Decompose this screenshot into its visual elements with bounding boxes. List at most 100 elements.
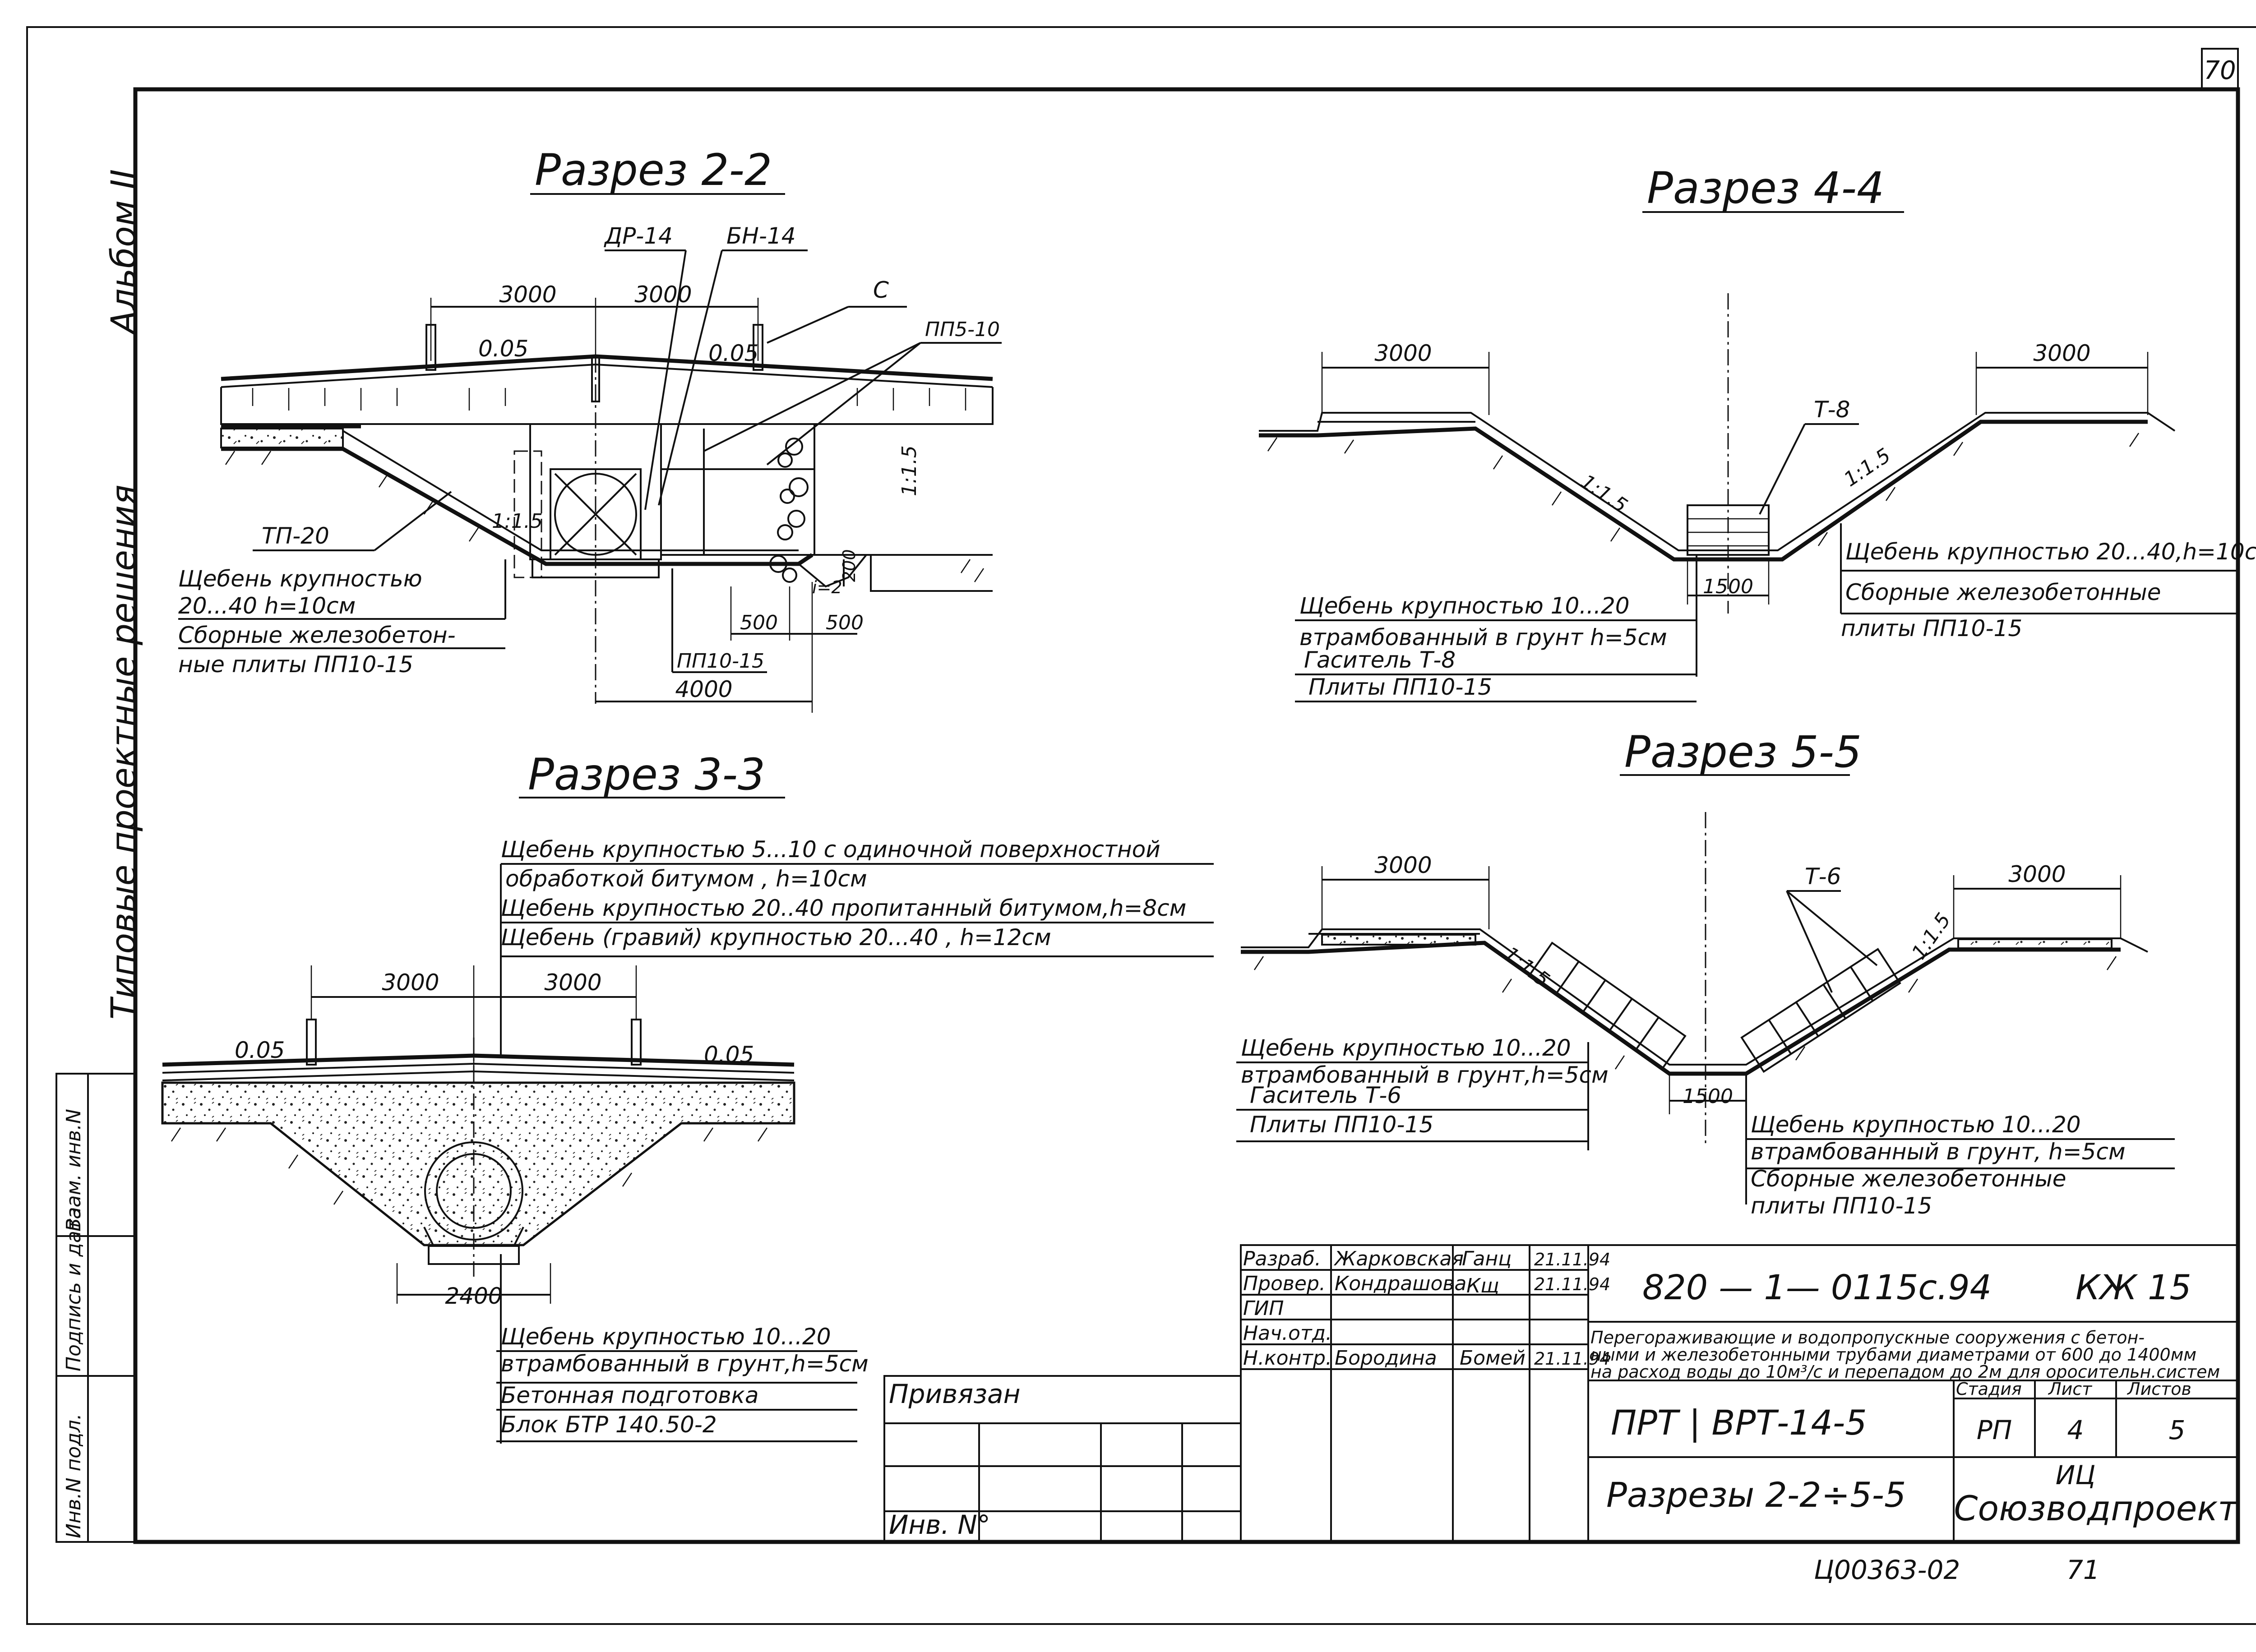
tb-name-2: Кондрашова bbox=[1335, 1272, 1466, 1295]
tb-role-4: Нач.отд. bbox=[1243, 1322, 1332, 1345]
tb-date-2: 21.11.94 bbox=[1534, 1274, 1610, 1294]
s44-note-r2: Сборные железобетонные bbox=[1845, 579, 2161, 605]
tb-album-code: ПРТ | ВРТ-14-5 bbox=[1611, 1403, 1867, 1443]
s22-note-1: Щебень крупностью bbox=[178, 566, 422, 592]
s22-slope-right: 0.05 bbox=[708, 340, 758, 366]
section-4-4-title: Разрез 4-4 bbox=[1647, 163, 1884, 213]
tb-sheet: 4 bbox=[2067, 1415, 2084, 1445]
s44-dim-2: 3000 bbox=[2033, 340, 2090, 366]
tb-stage: РП bbox=[1977, 1415, 2012, 1445]
section-3-3-title: Разрез 3-3 bbox=[528, 749, 765, 800]
s22-slope-left: 0.05 bbox=[478, 336, 528, 362]
section-3-3: Разрез 3-3 Щебень крупностью 5...10 с од… bbox=[161, 749, 1214, 1444]
tb-name-5: Бородина bbox=[1335, 1347, 1437, 1370]
title-block: Разраб. Провер. ГИП Нач.отд. Н.контр. Жа… bbox=[1240, 1244, 2239, 1543]
s44-note-l1: Щебень крупностью 10...20 bbox=[1299, 593, 1630, 619]
s22-tag-pp1015: ПП10-15 bbox=[677, 650, 764, 673]
tb-sign-2: Кщ bbox=[1466, 1274, 1499, 1297]
s33-note-b4: Блок БТР 140.50-2 bbox=[501, 1412, 717, 1438]
s44-dim-1500: 1500 bbox=[1703, 575, 1753, 598]
s22-note-2: 20...40 h=10см bbox=[178, 593, 356, 619]
s33-dim-1: 3000 bbox=[382, 969, 439, 996]
privyazan-inv: Инв. N° bbox=[889, 1509, 990, 1540]
tb-sheets-head: Листов bbox=[2127, 1379, 2191, 1399]
s22-dim-1: 3000 bbox=[499, 281, 556, 308]
footer: Ц00363-02 71 bbox=[1814, 1555, 2100, 1585]
s55-note-r3: Сборные железобетонные bbox=[1751, 1166, 2066, 1192]
tb-role-2: Провер. bbox=[1243, 1272, 1326, 1295]
s22-slope-ratio-right: 1:1.5 bbox=[898, 445, 921, 496]
s22-tag-i2: i=2 bbox=[812, 577, 842, 597]
tb-date-5: 21.11.94 bbox=[1534, 1349, 1610, 1369]
s22-tag-tp20: ТП-20 bbox=[262, 523, 329, 549]
tb-mark: КЖ 15 bbox=[2076, 1267, 2191, 1307]
tb-role-5: Н.контр. bbox=[1243, 1347, 1332, 1370]
s33-note-b3: Бетонная подготовка bbox=[501, 1382, 759, 1408]
section-4-4: Разрез 4-4 3000 3000 Т-8 1:1.5 1:1. bbox=[1259, 163, 2256, 702]
s55-note-l4: Плиты ПП10-15 bbox=[1250, 1112, 1433, 1138]
s22-tag-c: С bbox=[873, 277, 889, 303]
s55-note-l3: Гаситель Т-6 bbox=[1250, 1082, 1401, 1108]
side-labels: Альбом II Типовые проектные решения bbox=[103, 169, 143, 1020]
section-5-5-title: Разрез 5-5 bbox=[1624, 727, 1862, 777]
s55-note-l2: втрамбованный в грунт,h=5см bbox=[1241, 1062, 1609, 1088]
s44-tag-t8: Т-8 bbox=[1814, 397, 1850, 423]
s44-note-r3: плиты ПП10-15 bbox=[1841, 615, 2022, 641]
tb-sheets: 5 bbox=[2169, 1415, 2186, 1445]
s33-note-t3: Щебень крупностью 20..40 пропитанный бит… bbox=[501, 895, 1186, 921]
s44-dim-1: 3000 bbox=[1374, 340, 1432, 366]
section-2-2: Разрез 2-2 3000 3000 0.05 0.05 1:1.5 bbox=[178, 145, 1002, 713]
section-5-5: Разрез 5-5 3000 3000 bbox=[1236, 727, 2175, 1219]
page-number: 71 bbox=[2066, 1555, 2100, 1585]
side-stamp-inv: Инв.N подл. bbox=[62, 1413, 85, 1538]
s33-note-t1: Щебень крупностью 5...10 с одиночной пов… bbox=[501, 836, 1160, 863]
tb-sheet-head: Лист bbox=[2048, 1379, 2093, 1399]
section-2-2-title: Разрез 2-2 bbox=[535, 145, 772, 195]
s22-dim-2: 3000 bbox=[634, 281, 692, 308]
s55-dim-1500: 1500 bbox=[1683, 1085, 1733, 1108]
s33-dim-2: 3000 bbox=[544, 969, 601, 996]
s22-dim-500a: 500 bbox=[740, 611, 778, 634]
privyazan-box: Привязан Инв. N° bbox=[883, 1375, 1242, 1543]
s55-note-r4: плиты ПП10-15 bbox=[1751, 1193, 1932, 1219]
s33-note-b1: Щебень крупностью 10...20 bbox=[501, 1324, 831, 1350]
tb-sign-1: Ганц bbox=[1462, 1247, 1512, 1270]
s22-note-3: Сборные железобетон- bbox=[178, 622, 456, 648]
tb-date-1: 21.11.94 bbox=[1534, 1250, 1610, 1269]
s22-tag-dr14: ДР-14 bbox=[604, 223, 673, 249]
privyazan-title: Привязан bbox=[889, 1379, 1021, 1409]
s33-slope-right: 0.05 bbox=[704, 1042, 754, 1068]
sheet-frame: 70 bbox=[26, 26, 2256, 1625]
side-stamp: Инв.N подл. Подпись и дата Взам. инв.N bbox=[55, 1073, 136, 1543]
s22-tag-slope: 1:1.5 bbox=[492, 510, 543, 533]
s55-dim-1: 3000 bbox=[1374, 852, 1432, 878]
tb-role-3: ГИП bbox=[1243, 1297, 1284, 1320]
album-label: Альбом II bbox=[103, 169, 143, 336]
s33-note-b2: втрамбованный в грунт,h=5см bbox=[501, 1351, 869, 1377]
s44-note-l3: Гаситель Т-8 bbox=[1304, 647, 1456, 673]
s22-dim-4000: 4000 bbox=[675, 676, 732, 702]
side-stamp-replace: Взам. инв.N bbox=[62, 1109, 85, 1232]
tb-role-1: Разраб. bbox=[1243, 1247, 1321, 1270]
archive-number: Ц00363-02 bbox=[1814, 1555, 1960, 1585]
sheet-number: 70 bbox=[2204, 56, 2236, 85]
s55-note-l1: Щебень крупностью 10...20 bbox=[1241, 1035, 1571, 1061]
s22-tag-pp510: ПП5-10 bbox=[925, 318, 1000, 341]
tb-drawing-title: Разрезы 2-2÷5-5 bbox=[1606, 1475, 1906, 1515]
s44-note-r1: Щебень крупностью 20...40,h=10см bbox=[1845, 539, 2256, 565]
s55-tag-t6: Т-6 bbox=[1805, 863, 1841, 890]
s44-slope-right: 1:1.5 bbox=[1840, 444, 1895, 491]
s22-dim-500b: 500 bbox=[826, 611, 864, 634]
tb-desc-2: ными и железобетонными трубами диаметрам… bbox=[1590, 1345, 2196, 1365]
tb-sign-5: Бомей bbox=[1460, 1347, 1526, 1370]
side-stamp-sign: Подпись и дата bbox=[62, 1207, 85, 1371]
tb-org-2: Союзводпроект bbox=[1954, 1488, 2239, 1528]
s44-slope-left: 1:1.5 bbox=[1576, 470, 1632, 517]
s55-dim-2: 3000 bbox=[2008, 861, 2066, 887]
tb-desc-3: на расход воды до 10м³/с и перепадом до … bbox=[1590, 1362, 2220, 1382]
s22-tag-bn14: БН-14 bbox=[726, 223, 796, 249]
s55-slope-right: 1:1.5 bbox=[1907, 909, 1955, 964]
tb-desc-1: Перегораживающие и водопропускные сооруж… bbox=[1590, 1328, 2145, 1347]
s22-dim-200: 200 bbox=[839, 549, 859, 582]
tb-stage-head: Стадия bbox=[1956, 1379, 2022, 1399]
